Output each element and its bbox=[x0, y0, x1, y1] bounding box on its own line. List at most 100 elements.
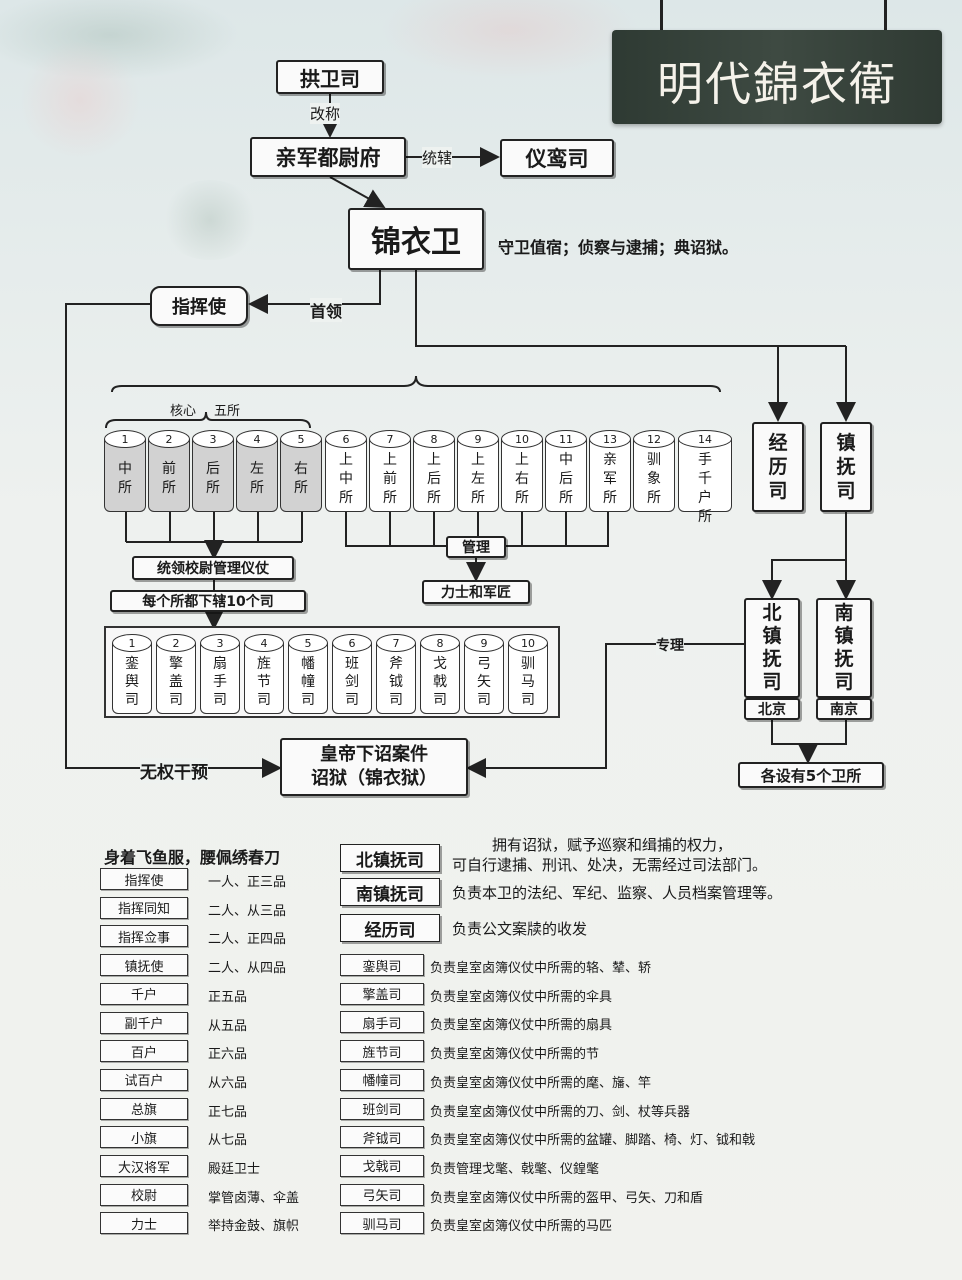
rank-title: 千户 bbox=[100, 982, 188, 1005]
node-zhihuishi: 指挥使 bbox=[150, 286, 248, 326]
si-desc-text: 负责皇室卤簿仪仗中所需的刀、剑、杖等兵器 bbox=[430, 1104, 691, 1120]
si-desc-text: 负责管理戈氅、戟氅、仪鍠氅 bbox=[430, 1161, 600, 1177]
node-qinjun: 亲军都尉府 bbox=[250, 137, 406, 177]
label-core: 核心 bbox=[170, 404, 197, 419]
jinyiwei-duties: 守卫值宿；侦察与逮捕；典诏狱。 bbox=[498, 238, 739, 257]
suo-label: 后所 bbox=[192, 439, 234, 512]
label-wusuo: 五所 bbox=[214, 404, 241, 419]
suo-label: 上前所 bbox=[369, 439, 411, 512]
node-meige: 每个所都下辖10个司 bbox=[110, 590, 306, 612]
si-desc-title: 扇手司 bbox=[340, 1011, 424, 1034]
big-desc-title: 南镇抚司 bbox=[340, 878, 440, 906]
si-desc-title: 旌节司 bbox=[340, 1040, 424, 1063]
si-desc-title: 銮舆司 bbox=[340, 954, 424, 976]
node-guanli: 管理 bbox=[446, 536, 506, 558]
big-desc-line: 可自行逮捕、刑讯、处决，无需经过司法部门。 bbox=[452, 856, 768, 874]
si-desc-text: 负责皇室卤簿仪仗中所需的盆罐、脚踏、椅、灯、钺和戟 bbox=[430, 1133, 756, 1149]
node-gongwei: 拱卫司 bbox=[276, 60, 384, 94]
big-desc-line: 拥有诏狱，赋予巡察和缉捕的权力， bbox=[492, 836, 733, 854]
sign-rope-left bbox=[660, 0, 663, 32]
label-tongxia: 统辖 bbox=[422, 147, 453, 168]
node-jinyiwei: 锦衣卫 bbox=[348, 208, 484, 270]
rank-desc: 一人、正三品 bbox=[208, 875, 287, 890]
suo-label: 右所 bbox=[280, 439, 322, 512]
si-desc-title: 驯马司 bbox=[340, 1212, 424, 1235]
label-shouling: 首领 bbox=[310, 298, 343, 322]
si-desc-title: 戈戟司 bbox=[340, 1154, 424, 1177]
suo-label: 亲军所 bbox=[589, 439, 631, 512]
suo-14: 14旗手千户所 bbox=[678, 430, 732, 525]
node-yiluan: 仪鸾司 bbox=[500, 139, 614, 177]
zhaoyu-line1: 皇帝下诏案件 bbox=[320, 744, 428, 765]
si-desc-title: 斧钺司 bbox=[340, 1126, 424, 1149]
sign-rope-right bbox=[884, 0, 887, 32]
si-desc-title: 幡幢司 bbox=[340, 1068, 424, 1091]
big-desc-line: 负责公文案牍的收发 bbox=[452, 920, 588, 938]
rank-title: 大汉将军 bbox=[100, 1155, 188, 1177]
suo-label: 上后所 bbox=[413, 439, 455, 512]
rank-title: 小旗 bbox=[100, 1126, 188, 1149]
rank-desc: 掌管卤薄、伞盖 bbox=[208, 1190, 300, 1206]
si-desc-title: 弓矢司 bbox=[340, 1183, 424, 1206]
suo-label: 前所 bbox=[148, 439, 190, 512]
si-desc-title: 班剑司 bbox=[340, 1097, 424, 1120]
rank-title: 百户 bbox=[100, 1040, 188, 1063]
node-zhaoyu: 皇帝下诏案件 诏狱（锦衣狱） bbox=[280, 738, 468, 796]
label-wuquan: 无权干预 bbox=[140, 758, 208, 783]
suo-label: 左所 bbox=[236, 439, 278, 512]
node-zhenfusi: 镇抚司 bbox=[820, 422, 872, 512]
suo-label: 驯象所 bbox=[633, 439, 675, 512]
rank-title: 指挥使 bbox=[100, 868, 188, 890]
node-wusuo5: 各设有5个卫所 bbox=[738, 762, 884, 788]
rank-title: 指挥同知 bbox=[100, 896, 188, 919]
big-desc-title: 北镇抚司 bbox=[340, 844, 440, 872]
rank-desc: 二人、从三品 bbox=[208, 903, 287, 919]
si-desc-text: 负责皇室卤簿仪仗中所需的扇具 bbox=[430, 1018, 613, 1034]
big-desc-title: 经历司 bbox=[340, 914, 440, 942]
rank-desc: 二人、从四品 bbox=[208, 961, 287, 977]
rank-title: 校尉 bbox=[100, 1183, 188, 1206]
si-desc-text: 负责皇室卤簿仪仗中所需的麾、旛、竿 bbox=[430, 1075, 652, 1091]
si-desc-text: 负责皇室卤簿仪仗中所需的辂、辇、轿 bbox=[430, 961, 652, 976]
si-desc-text: 负责皇室卤簿仪仗中所需的盔甲、弓矢、刀和盾 bbox=[430, 1190, 704, 1206]
si-desc-text: 负责皇室卤簿仪仗中所需的节 bbox=[430, 1047, 600, 1063]
rank-desc: 正五品 bbox=[208, 989, 248, 1005]
si-desc-text: 负责皇室卤簿仪仗中所需的伞具 bbox=[430, 989, 613, 1005]
suo-label: 上右所 bbox=[501, 439, 543, 512]
suo-label: 中所 bbox=[104, 439, 146, 512]
node-beizhen: 北镇抚司 bbox=[744, 598, 800, 698]
si-desc-title: 擎盖司 bbox=[340, 982, 424, 1005]
rank-desc: 从五品 bbox=[208, 1018, 248, 1034]
label-gaicheng: 改称 bbox=[310, 103, 341, 124]
rank-desc: 殿廷卫士 bbox=[208, 1162, 261, 1177]
zhaoyu-line2: 诏狱（锦衣狱） bbox=[311, 768, 437, 789]
rank-desc: 举持金鼓、旗帜 bbox=[208, 1219, 300, 1235]
node-lishi: 力士和军匠 bbox=[422, 580, 530, 604]
rank-title: 镇抚使 bbox=[100, 954, 188, 977]
rank-desc: 从六品 bbox=[208, 1075, 248, 1091]
rank-title: 副千户 bbox=[100, 1011, 188, 1034]
rank-desc: 二人、正四品 bbox=[208, 932, 287, 948]
node-jinglisi: 经历司 bbox=[752, 422, 804, 512]
ranks-heading: 身着飞鱼服，腰佩绣春刀 bbox=[104, 848, 281, 867]
rank-title: 总旗 bbox=[100, 1097, 188, 1120]
